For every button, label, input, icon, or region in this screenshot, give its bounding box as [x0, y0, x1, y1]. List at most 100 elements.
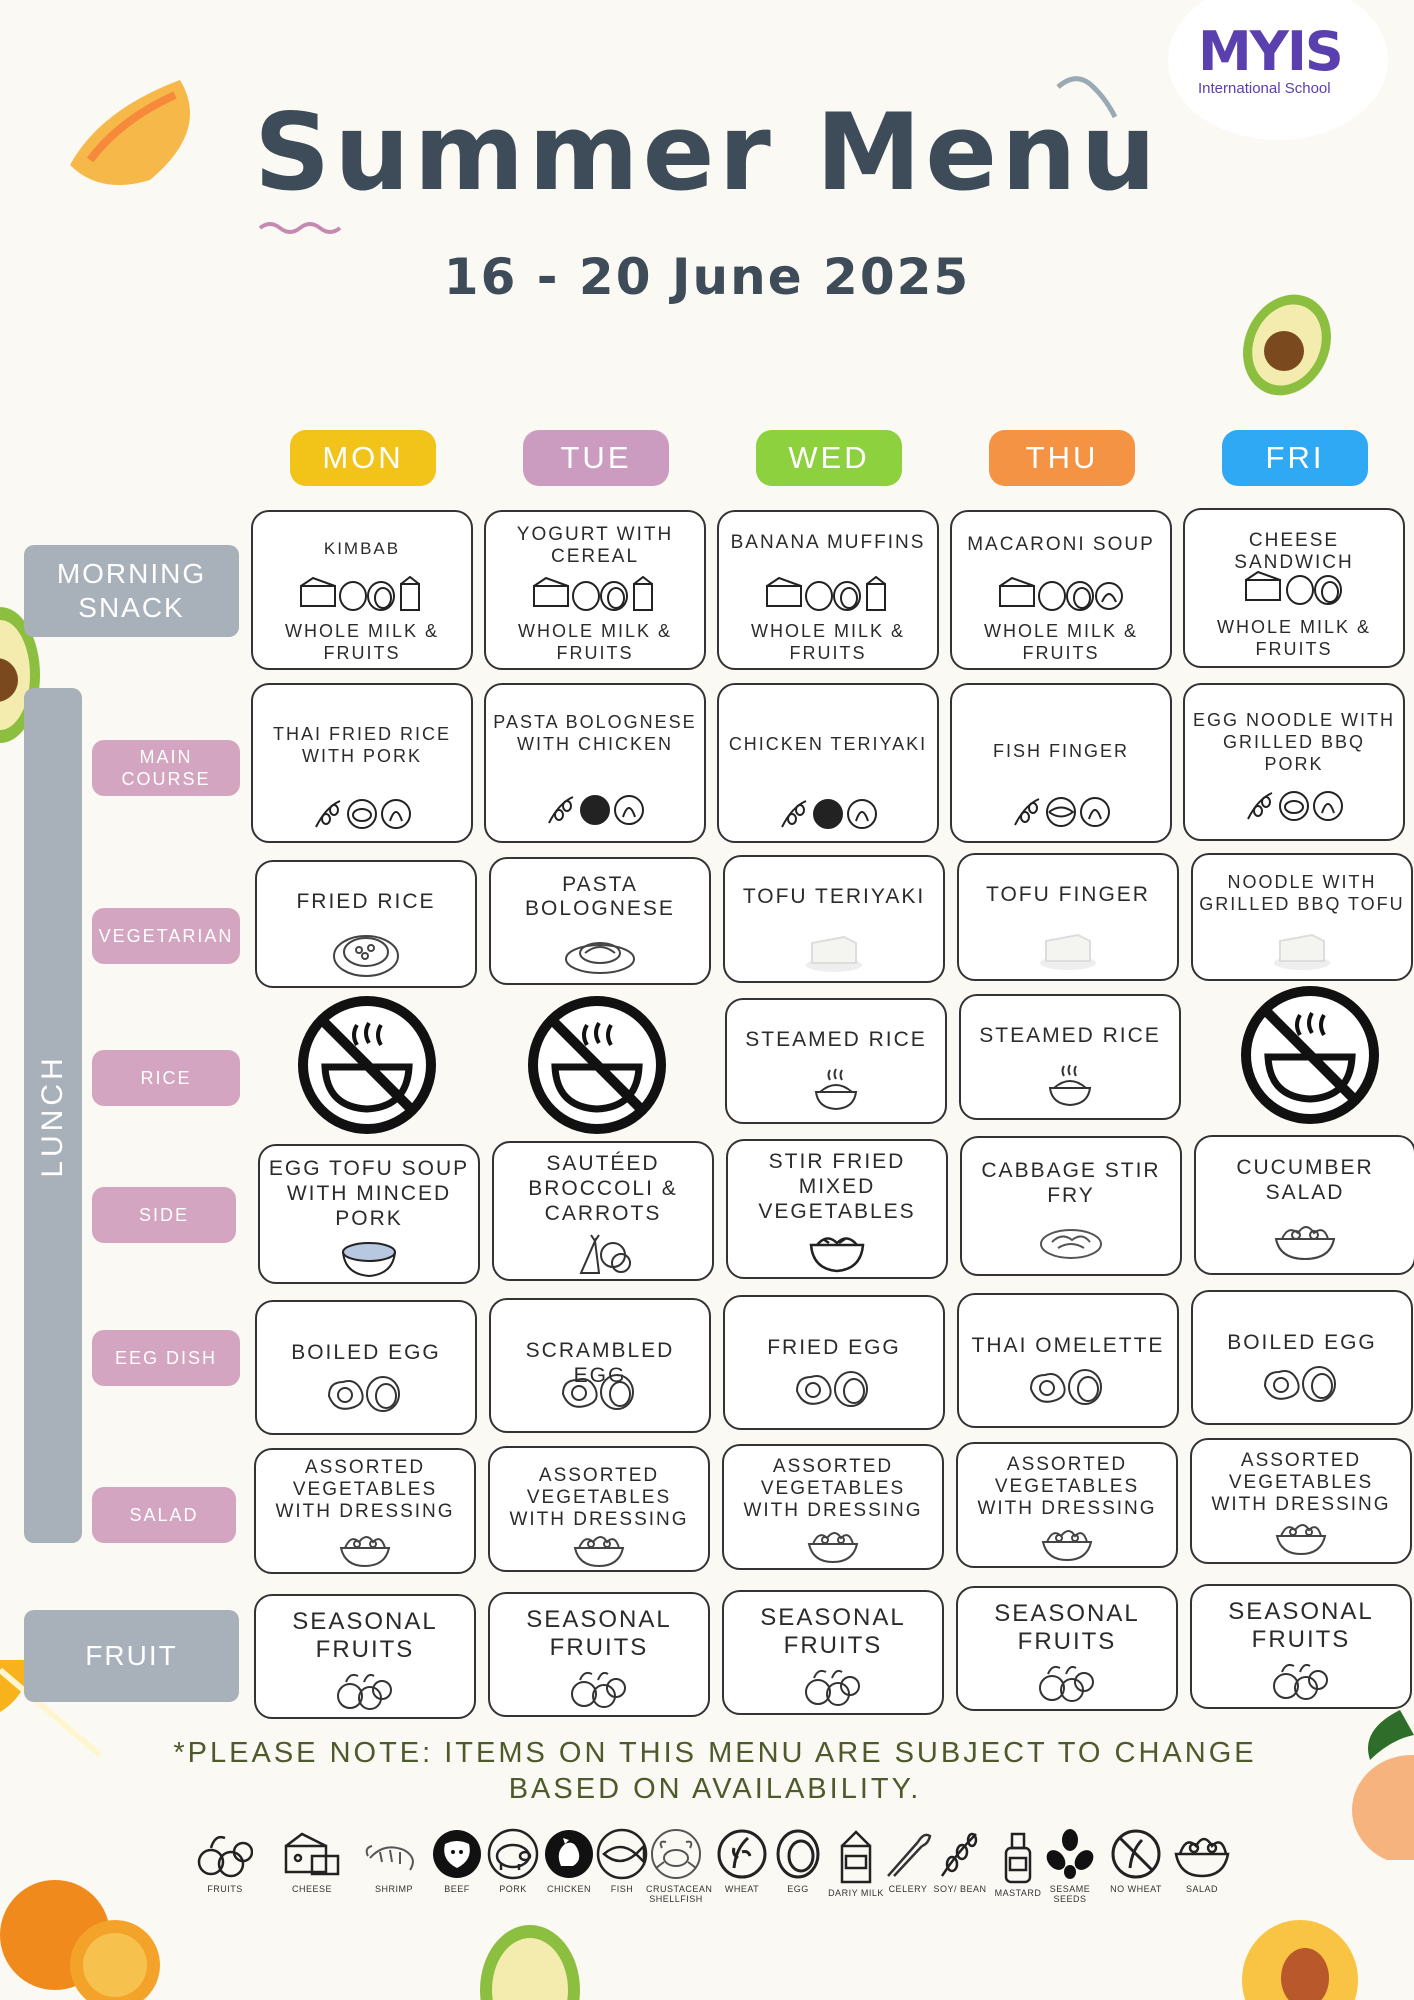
salad-icon — [1192, 1518, 1410, 1561]
logo-subtitle: International School — [1198, 80, 1331, 97]
dish-name: FRIED RICE — [296, 890, 436, 913]
day-fri: FRI — [1222, 430, 1368, 486]
legend-item-no-wheat: NO WHEAT — [1106, 1828, 1166, 1894]
availability-note: *PLEASE NOTE: ITEMS ON THIS MENU ARE SUB… — [173, 1737, 1257, 1805]
row-label-morning-snack: MORNING SNACK — [24, 545, 239, 637]
allergen-icons — [719, 797, 937, 836]
drink-name: WHOLE MILK & FRUITS — [750, 621, 906, 663]
chicken-icon — [545, 1830, 593, 1878]
dish-name: SEASONAL FRUITS — [760, 1604, 906, 1659]
legend-item-beef: BEEF — [427, 1828, 487, 1894]
fruits-icon — [197, 1835, 253, 1878]
squiggle-decoration — [258, 222, 342, 234]
egg-icon — [959, 1367, 1177, 1412]
legend-label: MASTARD — [994, 1888, 1042, 1898]
fruits-icon — [1192, 1658, 1410, 1707]
salad-icon — [490, 1530, 708, 1573]
menu-cell-side-fri: CUCUMBER SALAD — [1194, 1135, 1414, 1275]
dish-name: ASSORTED VEGETABLES WITH DRESSING — [1211, 1450, 1391, 1515]
dish-name: BOILED EGG — [1227, 1331, 1377, 1354]
egg-icon — [257, 1374, 475, 1419]
menu-cell-veg-thu: TOFU FINGER — [957, 853, 1179, 981]
legend-label: EGG — [787, 1884, 809, 1894]
day-mon: MON — [290, 430, 436, 486]
dish-name: EGG TOFU SOUP WITH MINCED PORK — [268, 1157, 470, 1230]
legend-label: CHEESE — [291, 1884, 332, 1894]
legend-label: SHRIMP — [374, 1884, 413, 1894]
no-rice-icon — [1241, 986, 1379, 1124]
legend-label: FISH — [610, 1884, 634, 1894]
legend-label: PORK — [499, 1884, 527, 1894]
legend-label: CRUSTACEAN SHELLFISH — [646, 1884, 713, 1904]
tofu-icon — [1193, 927, 1411, 976]
row-label-rice: RICE — [92, 1050, 240, 1106]
dish-name: THAI OMELETTE — [971, 1334, 1165, 1357]
dish-name: CHEESE SANDWICH — [1234, 530, 1354, 573]
dish-name: FRIED EGG — [767, 1336, 901, 1359]
peach-decoration — [1242, 1920, 1358, 2000]
legend-item-sesame: SESAME SEEDS — [1040, 1828, 1100, 1904]
menu-cell-side-wed: STIR FRIED MIXED VEGETABLES — [726, 1139, 948, 1279]
crab-icon — [651, 1829, 701, 1879]
menu-cell-fruit-mon: SEASONAL FRUITS — [254, 1594, 476, 1719]
allergen-icons — [486, 793, 704, 832]
menu-cell-side-mon: EGG TOFU SOUP WITH MINCED PORK — [258, 1144, 480, 1284]
no-rice-icon — [298, 996, 436, 1134]
cheese-icon — [284, 1832, 340, 1876]
soy-icon — [940, 1832, 978, 1877]
drink-name: WHOLE MILK & FRUITS — [1216, 617, 1372, 659]
egg-icon — [776, 1829, 820, 1879]
menu-cell-salad-mon: ASSORTED VEGETABLES WITH DRESSING — [254, 1448, 476, 1574]
dish-name: TOFU TERIYAKI — [742, 885, 926, 908]
menu-cell-side-tue: SAUTÉED BROCCOLI & CARROTS — [492, 1141, 714, 1281]
allergen-icons — [253, 797, 471, 836]
sesame-icon — [1046, 1829, 1094, 1879]
dish-name: SEASONAL FRUITS — [1228, 1598, 1374, 1653]
day-thu: THU — [989, 430, 1135, 486]
pork-icon — [487, 1828, 539, 1880]
legend-label: DARIY MILK — [828, 1888, 884, 1898]
lunch-label-wrap: LUNCH — [24, 688, 82, 1543]
menu-cell-snack-wed: BANANA MUFFINS WHOLE MILK & FRUITS — [717, 510, 939, 670]
dish-name: SEASONAL FRUITS — [526, 1606, 672, 1661]
legend-item-egg: EGG — [768, 1828, 828, 1894]
stir-fry-icon — [728, 1229, 946, 1278]
row-label-side: SIDE — [92, 1187, 236, 1243]
fruits-icon — [724, 1664, 942, 1713]
legend-label: WHEAT — [724, 1884, 760, 1894]
allergen-icons — [719, 575, 937, 617]
dish-name: CHICKEN TERIYAKI — [728, 734, 928, 754]
legend-item-dairy-milk: DARIY MILK — [826, 1828, 886, 1898]
menu-cell-main-wed: CHICKEN TERIYAKI — [717, 683, 939, 843]
soup-icon — [260, 1238, 478, 1285]
allergen-icons — [486, 575, 704, 617]
page-title: Summer Menu — [253, 91, 1161, 214]
legend-item-cheese: CHEESE — [282, 1828, 342, 1894]
dish-name: BANANA MUFFINS — [730, 532, 926, 553]
legend-item-wheat: WHEAT — [712, 1828, 772, 1894]
dish-name: TOFU FINGER — [986, 883, 1150, 906]
menu-cell-veg-tue: PASTA BOLOGNESE — [489, 857, 711, 985]
dish-name: PASTA BOLOGNESE — [525, 873, 675, 920]
menu-cell-snack-fri: CHEESE SANDWICH WHOLE MILK & FRUITS — [1183, 508, 1405, 668]
no-rice-icon — [528, 996, 666, 1134]
orange-decoration — [0, 1880, 160, 2000]
menu-cell-egg-wed: FRIED EGG — [723, 1295, 945, 1430]
menu-cell-egg-thu: THAI OMELETTE — [957, 1293, 1179, 1428]
allergen-icons — [253, 575, 471, 617]
legend-label: FRUITS — [207, 1884, 243, 1894]
dish-name: EGG NOODLE WITH GRILLED BBQ PORK — [1192, 710, 1395, 774]
menu-cell-salad-wed: ASSORTED VEGETABLES WITH DRESSING — [722, 1444, 944, 1570]
row-label-main-course: MAIN COURSE — [92, 740, 240, 796]
row-label-salad: SALAD — [92, 1487, 236, 1543]
dish-name: ASSORTED VEGETABLES WITH DRESSING — [743, 1456, 923, 1521]
row-label-egg-dish: EEG DISH — [92, 1330, 240, 1386]
legend-item-mustard: MASTARD — [988, 1828, 1048, 1898]
allergen-icons — [1185, 789, 1403, 828]
beef-icon — [433, 1830, 481, 1878]
menu-cell-rice-thu: STEAMED RICE — [959, 994, 1181, 1120]
avocado-decoration — [1243, 294, 1331, 396]
allergen-icons — [952, 795, 1170, 834]
egg-icon — [1193, 1364, 1411, 1409]
row-label-vegetarian: VEGETARIAN — [92, 908, 240, 964]
